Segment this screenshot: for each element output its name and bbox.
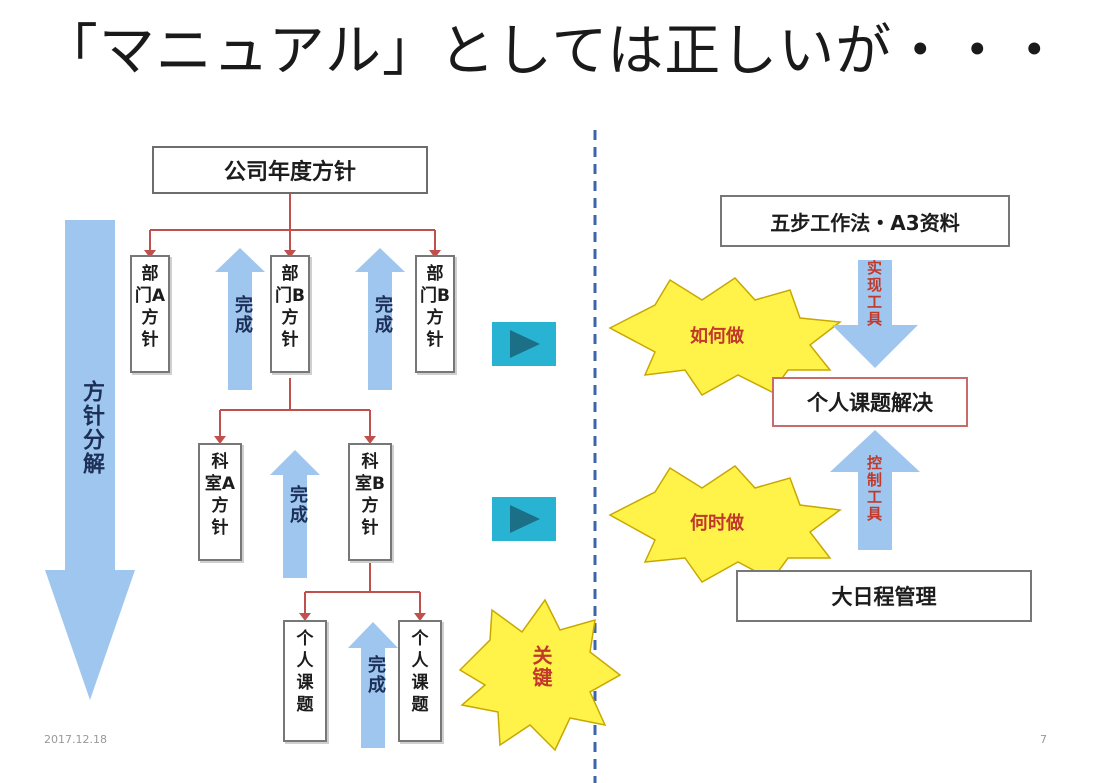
policy-breakdown-arrow xyxy=(45,220,135,700)
dept-b-policy-box: 部 门B 方 针 xyxy=(270,255,310,373)
tree-arrowheads-top xyxy=(144,250,441,258)
dept-a-policy-box: 部 门A 方 针 xyxy=(130,255,170,373)
implementation-tool-label: 实现工具 xyxy=(865,260,883,328)
personal-task-solution-box: 个人课题解决 xyxy=(772,377,968,427)
complete-label-2: 完成 xyxy=(372,295,393,335)
page-title: 「マニュアル」としては正しいが・・・ xyxy=(41,19,1064,84)
tree-connectors-middle xyxy=(219,378,371,438)
burst-key-label: 关键 xyxy=(529,645,553,689)
tree-connectors-top xyxy=(149,192,436,252)
five-step-method-box: 五步工作法・A3资料 xyxy=(720,195,1010,247)
control-tool-label: 控制工具 xyxy=(865,455,883,523)
implementation-tool-arrow xyxy=(832,260,918,368)
burst-how-label: 如何做 xyxy=(690,326,744,347)
master-schedule-box: 大日程管理 xyxy=(736,570,1032,622)
personal-task-box-2: 个 人 课 题 xyxy=(398,620,442,742)
slide: 公司年度方针 部 门A 方 针 部 门B 方 针 部 门B 方 针 科 室A 方… xyxy=(30,100,1105,783)
complete-arrows xyxy=(215,248,405,748)
burst-how xyxy=(608,277,842,396)
section-b-policy-box: 科 室B 方 针 xyxy=(348,443,392,561)
dept-b2-policy-box: 部 门B 方 针 xyxy=(415,255,455,373)
play-blocks xyxy=(492,322,556,541)
burst-when-label: 何时做 xyxy=(690,513,744,534)
policy-breakdown-label: 方针分解 xyxy=(79,380,104,476)
section-a-policy-box: 科 室A 方 针 xyxy=(198,443,242,561)
complete-label-1: 完成 xyxy=(232,295,253,335)
complete-label-3: 完成 xyxy=(287,485,308,525)
tree-connectors-bottom xyxy=(304,562,421,615)
burst-key xyxy=(458,598,622,752)
control-tool-arrow xyxy=(830,430,920,550)
burst-when xyxy=(608,465,842,583)
personal-task-box-1: 个 人 课 题 xyxy=(283,620,327,742)
slide-date: 2017.12.18 xyxy=(44,733,107,746)
company-policy-box: 公司年度方针 xyxy=(152,146,428,194)
diagram-graphics xyxy=(45,130,920,783)
slide-page-number: 7 xyxy=(1040,733,1047,746)
complete-label-4: 完成 xyxy=(365,655,386,695)
